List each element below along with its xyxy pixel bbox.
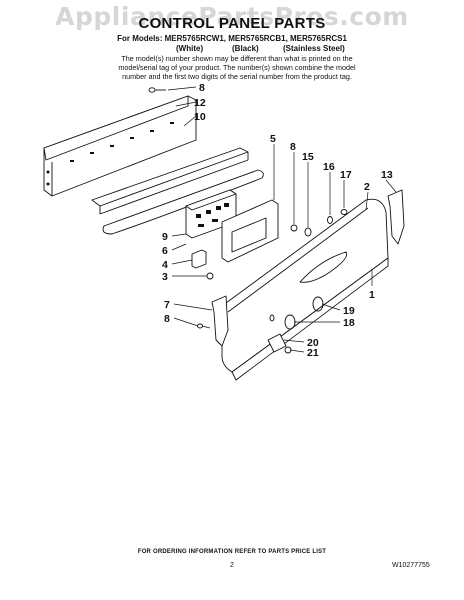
connector-part xyxy=(191,249,207,269)
callout-5: 5 xyxy=(270,133,276,145)
model-note-line: The model(s) number shown may be differe… xyxy=(121,54,353,63)
control-panel-part xyxy=(221,198,389,381)
model-note: The model(s) number shown may be differe… xyxy=(92,54,382,81)
callout-12: 12 xyxy=(194,97,206,109)
callout-16: 16 xyxy=(323,161,335,173)
callout-3: 3 xyxy=(162,271,168,283)
callout-13: 13 xyxy=(381,169,393,181)
color-white: (White) xyxy=(176,44,204,53)
callout-2: 2 xyxy=(364,181,370,193)
screw-part xyxy=(197,323,211,329)
ordering-footer: FOR ORDERING INFORMATION REFER TO PARTS … xyxy=(137,549,327,555)
callout-1: 1 xyxy=(369,289,375,301)
switch-part xyxy=(267,333,292,354)
page-number: 2 xyxy=(230,562,234,569)
display-bracket-part xyxy=(221,199,279,263)
color-stainless: (Stainless Steel) xyxy=(283,44,345,53)
insulation-part xyxy=(102,169,264,235)
callout-8-mid: 8 xyxy=(290,141,296,153)
screw-part xyxy=(206,272,214,280)
end-cap-right-part xyxy=(387,189,405,245)
callout-15: 15 xyxy=(302,151,314,163)
callout-9: 9 xyxy=(162,231,168,243)
color-black: (Black) xyxy=(232,44,259,53)
document-number: W10277755 xyxy=(392,562,430,569)
model-note-line: model/serial tag of your product. The nu… xyxy=(118,63,356,72)
callout-6: 6 xyxy=(162,245,168,257)
model-note-line: number and the first two digits of the s… xyxy=(122,72,352,81)
callout-17: 17 xyxy=(340,169,352,181)
callout-10: 10 xyxy=(194,111,206,123)
screw-part xyxy=(148,87,166,93)
page-title: CONTROL PANEL PARTS xyxy=(138,15,326,32)
fastener-part xyxy=(290,209,348,237)
callout-21: 21 xyxy=(307,347,319,359)
trim-strip-part xyxy=(91,147,249,215)
rear-bracket-part xyxy=(43,95,197,197)
end-cap-left-part xyxy=(211,295,229,347)
callout-8-low: 8 xyxy=(164,313,170,325)
leader-lines xyxy=(167,86,397,353)
callout-7: 7 xyxy=(164,299,170,311)
callout-20: 20 xyxy=(307,337,319,349)
callout-8-top: 8 xyxy=(199,82,205,94)
models-line: For Models: MER5765RCW1, MER5765RCB1, ME… xyxy=(117,34,347,43)
callout-4: 4 xyxy=(162,259,168,271)
callout-18: 18 xyxy=(343,317,355,329)
callout-19: 19 xyxy=(343,305,355,317)
watermark: AppliancePartsPros.com xyxy=(55,2,409,31)
